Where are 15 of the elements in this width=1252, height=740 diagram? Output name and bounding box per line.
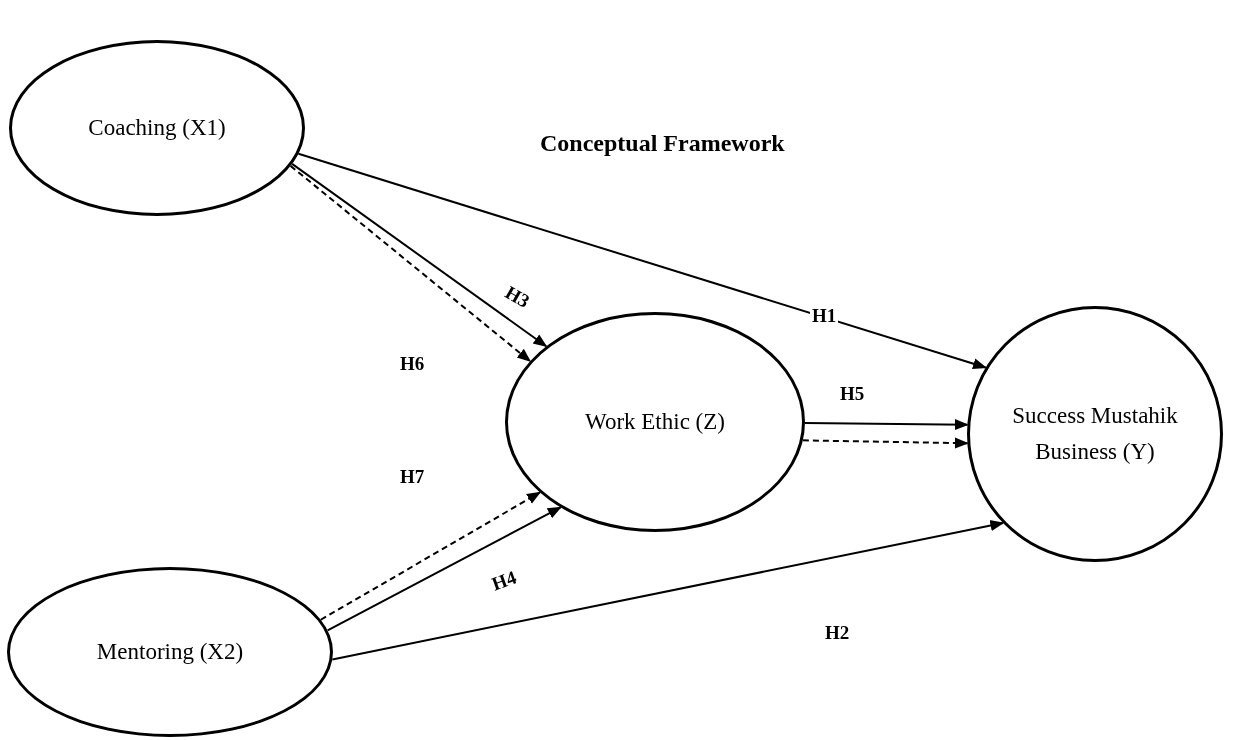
- node-label: Success Mustahik Business (Y): [1011, 402, 1179, 466]
- ellipse-node: [7, 567, 333, 737]
- node-label: Work Ethic (Z): [585, 408, 725, 437]
- ellipse-node: [967, 306, 1223, 562]
- arrow: [801, 437, 969, 449]
- arrow: [319, 491, 542, 621]
- ellipse-node: [9, 40, 305, 216]
- arrow: [326, 506, 562, 632]
- arrow: [804, 419, 969, 431]
- node-label: Coaching (X1): [88, 114, 226, 143]
- ellipse-node: [505, 312, 805, 532]
- arrow: [297, 152, 987, 370]
- diagram-title: Conceptual Framework: [540, 130, 785, 157]
- arrow: [331, 520, 1005, 661]
- node-label: Mentoring (X2): [96, 638, 244, 667]
